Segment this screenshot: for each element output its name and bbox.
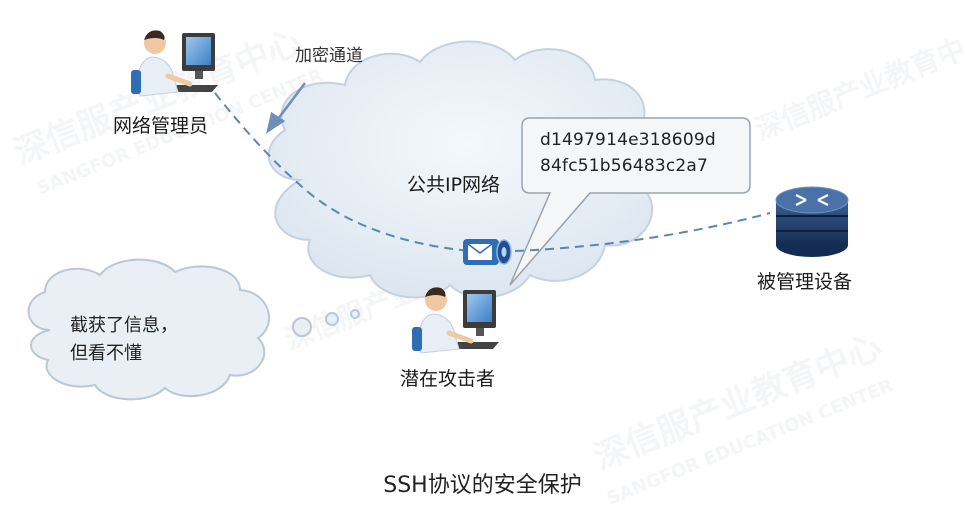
tunnel-arrow bbox=[266, 82, 306, 134]
router-icon bbox=[775, 186, 849, 257]
device-label: 被管理设备 bbox=[757, 271, 853, 293]
attacker-person-icon bbox=[412, 287, 499, 354]
encrypted-tunnel bbox=[214, 92, 771, 252]
admin-label: 网络管理员 bbox=[113, 115, 209, 137]
network-label: 公共IP网络 bbox=[407, 174, 501, 196]
ciphertext-line-2: 84fc51b56483c2a7 bbox=[540, 156, 709, 176]
encrypted-packet-icon bbox=[463, 239, 512, 265]
tunnel-label: 加密通道 bbox=[295, 46, 363, 66]
attacker-thought-text: 截获了信息， 但看不懂 bbox=[70, 312, 178, 368]
thought-cloud bbox=[27, 258, 360, 401]
admin-person-icon bbox=[131, 30, 218, 97]
intercepted-data-bubble bbox=[509, 117, 751, 286]
attacker-label: 潜在攻击者 bbox=[400, 368, 496, 390]
intercepted-ciphertext: d1497914e318609d 84fc51b56483c2a7 bbox=[540, 127, 716, 179]
thought-line-1: 截获了信息， bbox=[70, 315, 178, 336]
watermark-text: 深信服产业教育中心 bbox=[750, 21, 965, 146]
ciphertext-line-1: d1497914e318609d bbox=[540, 130, 716, 150]
thought-line-2: 但看不懂 bbox=[70, 343, 142, 364]
figure-caption: SSH协议的安全保护 bbox=[383, 473, 582, 498]
